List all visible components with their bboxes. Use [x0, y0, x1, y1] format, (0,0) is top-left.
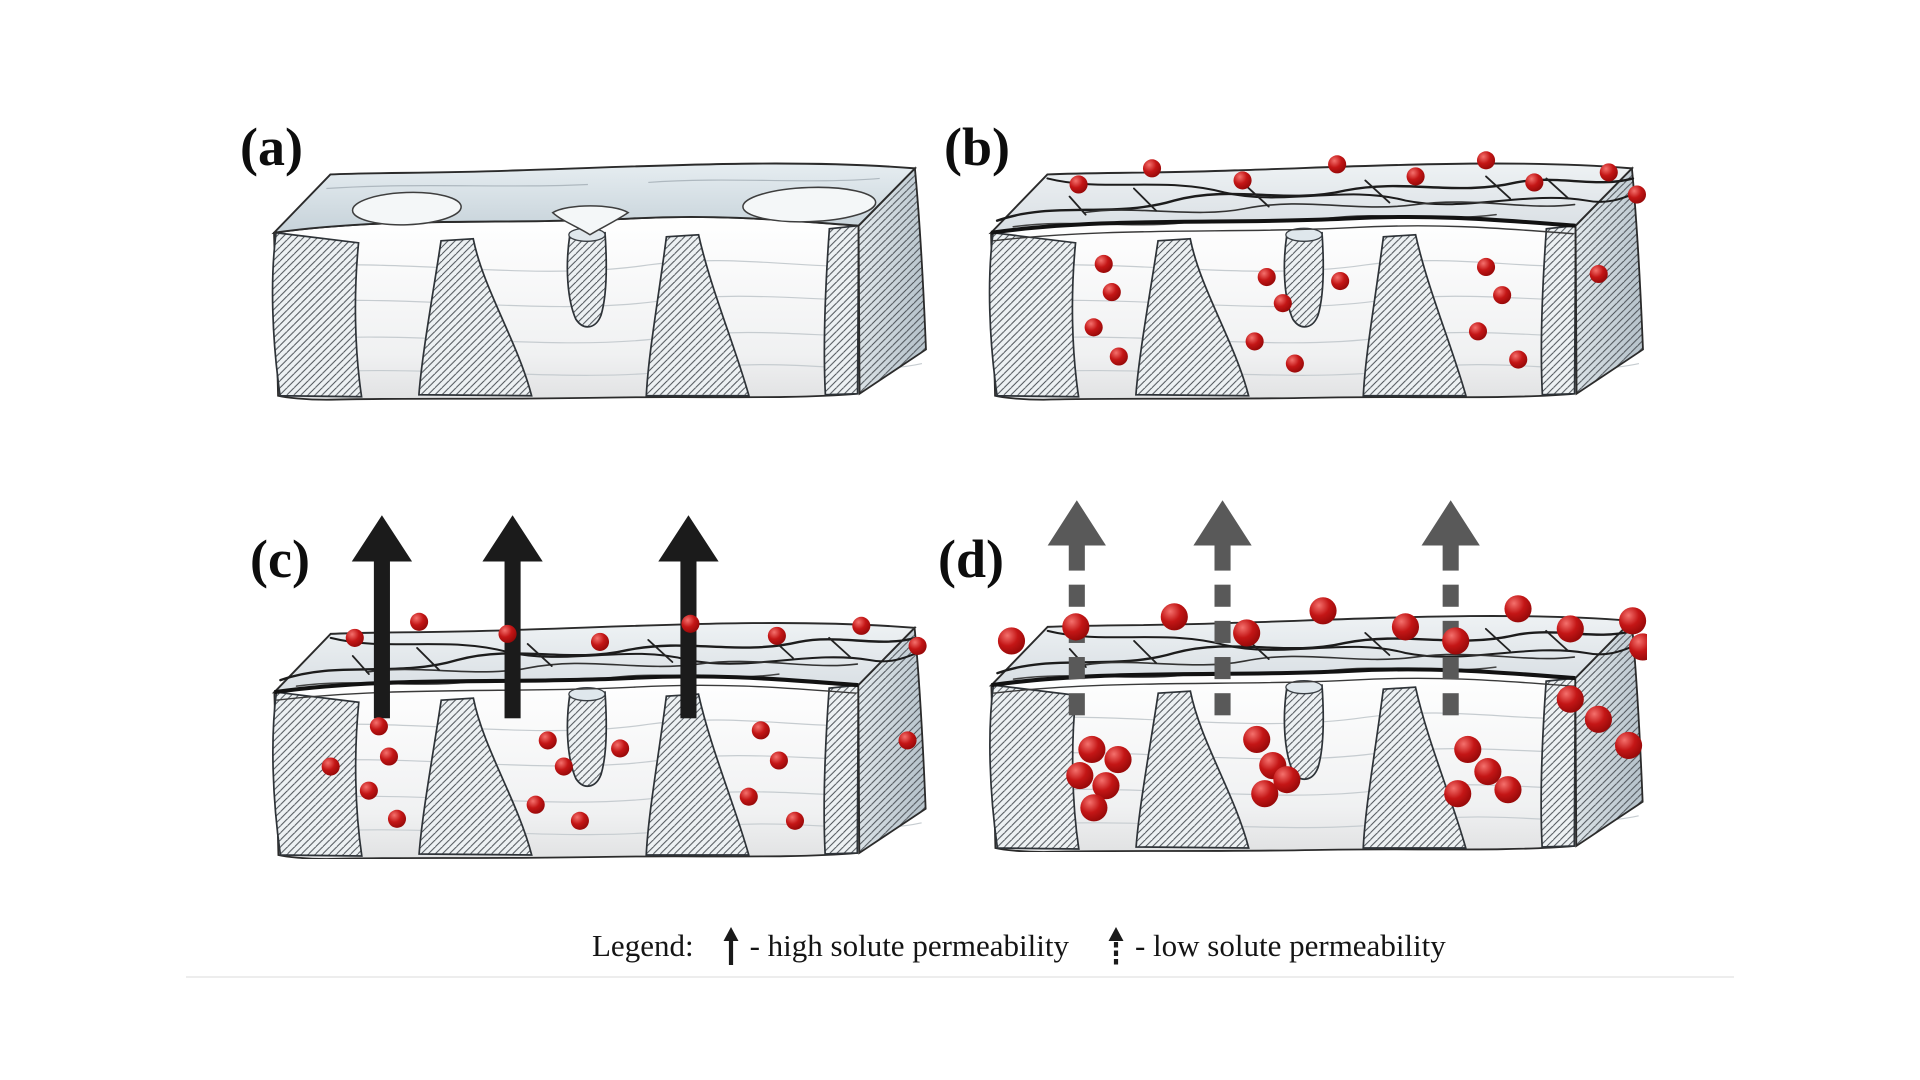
legend-low-label: - low solute permeability — [1134, 928, 1446, 963]
legend-item-low-permeability: - low solute permeability — [1107, 926, 1446, 966]
legend: Legend: - high solute permeability - low… — [592, 926, 1484, 966]
panel-d-label: (d) — [938, 529, 1004, 589]
legend-item-high-permeability: - high solute permeability — [722, 926, 1069, 966]
dashed-up-arrow-icon — [1108, 927, 1124, 965]
panel-b-label: (b) — [944, 117, 1010, 177]
legend-high-label: - high solute permeability — [749, 928, 1069, 963]
panel-c-label: (c) — [250, 529, 310, 589]
panel-a-label: (a) — [240, 117, 303, 177]
figure-bottom-border — [186, 976, 1734, 978]
membrane-block-d-illustration — [983, 452, 1657, 853]
solid-up-arrow-icon — [723, 927, 739, 965]
membrane-block-c-illustration — [266, 459, 930, 860]
membrane-block-b-illustration — [983, 146, 1647, 402]
membrane-block-a-illustration — [266, 146, 930, 402]
legend-title: Legend: — [592, 928, 694, 963]
